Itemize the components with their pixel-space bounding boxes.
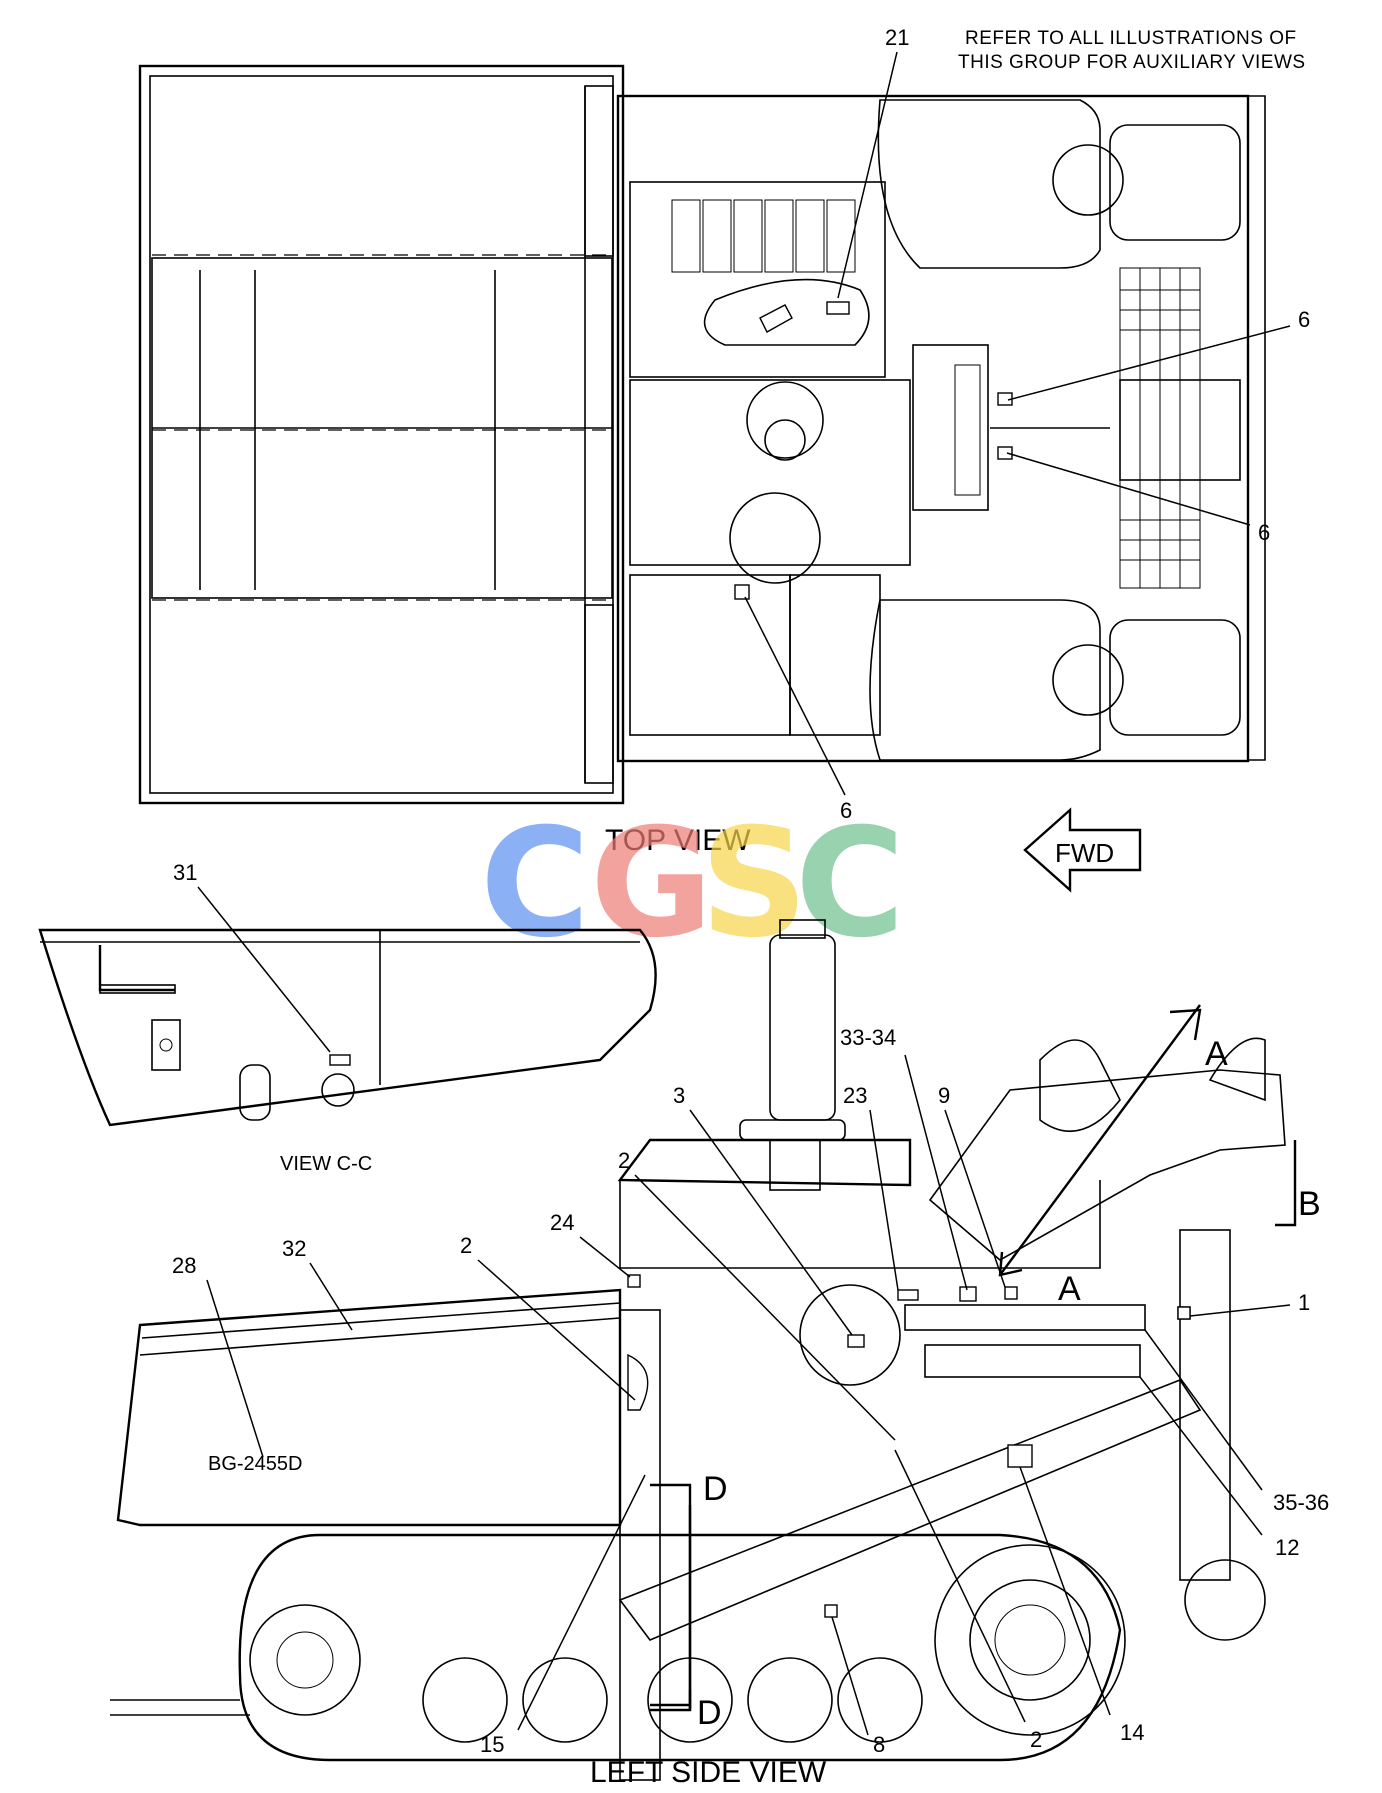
watermark-letter-1: C: [480, 797, 590, 971]
fwd-label: FWD: [1055, 838, 1114, 868]
callout-12: 12: [1275, 1535, 1299, 1560]
callout-2-left: 2: [460, 1233, 472, 1258]
cgsc-watermark: C G S C: [480, 797, 905, 971]
callout-3: 3: [673, 1083, 685, 1108]
callout-35-36: 35-36: [1273, 1490, 1329, 1515]
section-b: B: [1298, 1185, 1321, 1223]
callout-33-34: 33-34: [840, 1025, 896, 1050]
callout-6-lower: 6: [840, 798, 852, 823]
callout-32: 32: [282, 1236, 306, 1261]
top-view-title: TOP VIEW: [605, 824, 751, 857]
callout-14: 14: [1120, 1720, 1144, 1745]
watermark-letter-2: G: [590, 797, 713, 971]
callout-21: 21: [885, 25, 909, 50]
callout-9: 9: [938, 1083, 950, 1108]
refer-note-line-1: REFER TO ALL ILLUSTRATIONS OF: [965, 28, 1297, 49]
callout-31: 31: [173, 860, 197, 885]
left-side-view-drawing: [110, 919, 1297, 1781]
callout-6-upper: 6: [1298, 307, 1310, 332]
callout-15: 15: [480, 1732, 504, 1757]
section-d-upper: D: [703, 1470, 728, 1508]
callout-6-middle: 6: [1258, 520, 1270, 545]
view-cc-drawing: 31: [38, 860, 657, 1127]
section-d-lower: D: [697, 1694, 722, 1732]
callout-1: 1: [1298, 1290, 1310, 1315]
watermark-letter-4: C: [795, 797, 905, 971]
section-a-upper: A: [1205, 1035, 1228, 1073]
view-cc-title: VIEW C-C: [280, 1153, 372, 1175]
refer-note-line-2: THIS GROUP FOR AUXILIARY VIEWS: [958, 52, 1306, 73]
callout-8: 8: [873, 1732, 885, 1757]
callout-2-bottom: 2: [1030, 1727, 1042, 1752]
callout-28: 28: [172, 1253, 196, 1278]
decal-bg-2455d: BG-2455D: [208, 1453, 303, 1475]
left-side-view-title: LEFT SIDE VIEW: [590, 1756, 827, 1789]
callout-24: 24: [550, 1210, 574, 1235]
callout-23: 23: [843, 1083, 867, 1108]
top-view-drawing: [138, 64, 1266, 805]
section-a-lower: A: [1058, 1270, 1081, 1308]
top-view-callouts: 21 6 6 6: [744, 25, 1310, 823]
left-side-callouts: 33-34 23 9 3 2 24 2 28 32 1 35-36 12 15 …: [172, 1025, 1329, 1757]
fwd-arrow: FWD: [1023, 807, 1142, 893]
callout-2-top: 2: [618, 1148, 630, 1173]
watermark-letter-3: S: [700, 797, 808, 971]
